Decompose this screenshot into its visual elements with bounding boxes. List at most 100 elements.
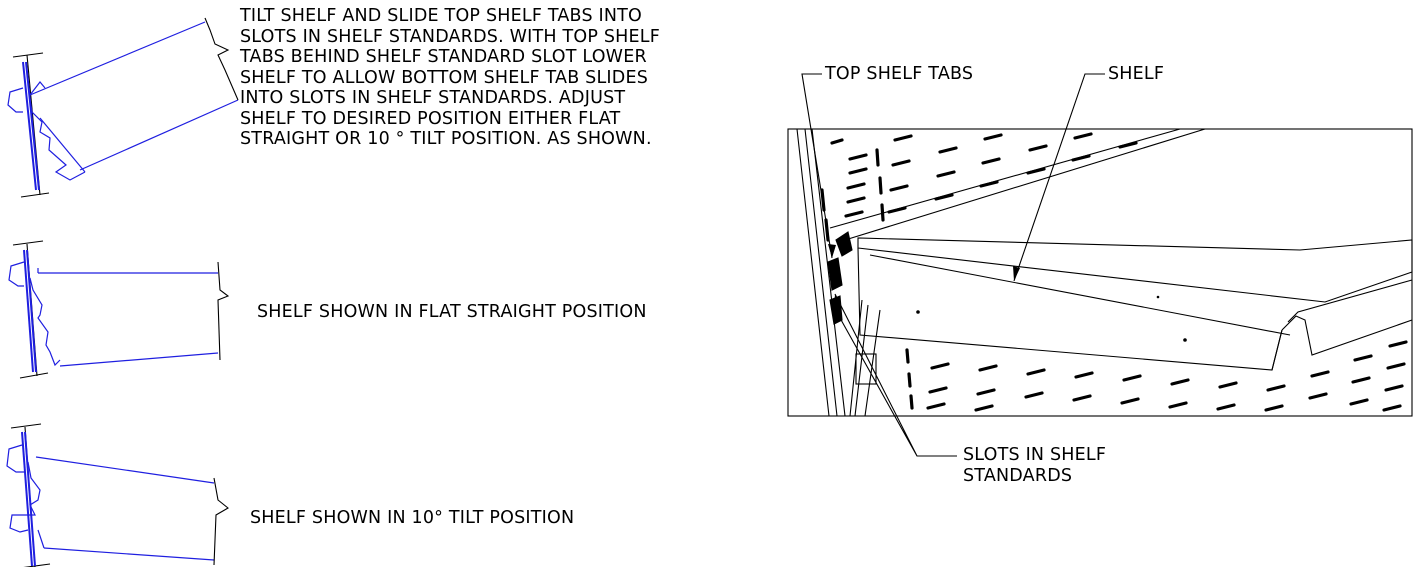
panel-slot — [979, 180, 999, 188]
panel-slot — [1384, 384, 1404, 392]
panel-slot — [1028, 144, 1048, 152]
panel-slot — [974, 404, 994, 412]
panel-slot — [1073, 132, 1093, 140]
shelf-front-lip — [1281, 315, 1413, 356]
leader-shelf — [1013, 73, 1105, 282]
leader-slots — [834, 293, 957, 457]
top-shelf-tab — [827, 257, 843, 291]
panel-slot — [1266, 384, 1286, 392]
callout-slots-line: STANDARDS — [963, 465, 1073, 486]
panel-slot — [934, 193, 954, 201]
shelf-front-face — [857, 247, 1283, 371]
panel-slot — [1170, 378, 1190, 386]
shelf-top-surface — [857, 237, 1413, 303]
panel-slot — [848, 153, 868, 161]
callout-slots: SLOTS IN SHELF STANDARDS — [963, 445, 1106, 486]
panel-slot — [936, 170, 956, 178]
standard-tick-top — [12, 240, 44, 246]
instruction-line: SHELF TO DESIRED POSITION EITHER FLAT — [240, 108, 621, 129]
panel-slot — [1072, 394, 1092, 402]
panel-slot — [1382, 404, 1402, 412]
shelf-hole — [1156, 295, 1160, 299]
standard-face — [25, 61, 40, 191]
panel-slot — [875, 148, 880, 167]
break-line — [213, 477, 229, 566]
panel-slot — [1349, 398, 1369, 406]
panel-slot — [981, 157, 1001, 165]
shelf-hole — [1183, 338, 1187, 342]
panel-slot — [976, 388, 996, 396]
shelf-lip — [39, 117, 86, 173]
panel-slot — [1351, 376, 1371, 384]
panel-slot — [907, 372, 912, 388]
panel-slot — [928, 386, 948, 394]
shelf-top-edge — [29, 21, 206, 96]
shelf-lip-bottom — [1271, 329, 1283, 371]
panel-slot — [880, 203, 885, 222]
instruction-line: SLOTS IN SHELF STANDARDS. WITH TOP SHELF — [240, 26, 660, 47]
panel-slot — [891, 159, 911, 167]
bracket-profile — [8, 261, 61, 367]
instruction-line: TILT SHELF AND SLIDE TOP SHELF TABS INTO — [240, 6, 643, 26]
instruction-line: STRAIGHT OR 10 ° TILT POSITION. AS SHOWN… — [240, 129, 652, 149]
panel-slot — [878, 176, 883, 195]
standard-face — [24, 431, 36, 567]
panel-slot — [1388, 340, 1408, 348]
instruction-text: TILT SHELF AND SLIDE TOP SHELF TABS INTO… — [240, 6, 660, 150]
callout-top-shelf-tabs: TOP SHELF TABS — [825, 64, 974, 84]
panel-slot — [844, 210, 864, 218]
shelf-bottom-edge — [79, 99, 239, 171]
shelf-standard-left — [796, 128, 846, 417]
arrowhead — [1013, 266, 1020, 281]
panel-slot — [930, 362, 950, 370]
panel-slot — [1074, 371, 1094, 379]
instruction-line: INTO SLOTS IN SHELF STANDARDS. ADJUST — [240, 88, 626, 108]
panel-slot — [893, 134, 913, 142]
panel-slot — [1218, 381, 1238, 389]
panel-slot — [978, 364, 998, 372]
panel-slot — [938, 146, 958, 154]
panel-slot — [846, 182, 866, 190]
bracket-profile — [6, 444, 45, 549]
standard-tick-bottom — [20, 192, 50, 198]
panel-slot — [1386, 362, 1406, 370]
perspective-view — [787, 73, 1413, 457]
detail-tilt-position — [6, 423, 229, 567]
standard-tick-top — [10, 423, 42, 429]
standard-face — [26, 249, 37, 373]
shelf-front — [29, 81, 46, 96]
panel-slot — [887, 206, 907, 214]
panel-slot — [926, 402, 946, 410]
panel-slot — [830, 138, 844, 145]
panel-slot — [1310, 370, 1330, 378]
standard-face — [21, 431, 33, 567]
panel-slot — [848, 167, 868, 175]
top-shelf-tab — [835, 231, 853, 257]
panel-slot — [1122, 374, 1142, 382]
panel-slot — [846, 196, 866, 204]
shelf-lip-inner — [1287, 279, 1413, 323]
standard-tick-top — [12, 52, 44, 58]
arrowhead — [834, 294, 841, 309]
shelf-hole — [916, 310, 920, 314]
standard-face — [23, 249, 34, 373]
standard-face — [22, 61, 37, 191]
arrowhead — [828, 244, 836, 258]
panel-slot — [1026, 368, 1046, 376]
panel-upper-edge — [844, 128, 1206, 241]
panel-slot — [905, 348, 910, 364]
panel-slot — [1026, 167, 1046, 175]
instruction-line: SHELF TO ALLOW BOTTOM SHELF TAB SLIDES — [240, 67, 649, 88]
panel-slot — [909, 394, 914, 410]
bracket-profile — [7, 87, 86, 181]
detail-tilted-insertion — [7, 17, 239, 198]
break-line — [204, 17, 239, 101]
panel-slot — [1024, 391, 1044, 399]
callout-slots-line: SLOTS IN SHELF — [963, 445, 1107, 465]
panel-slot — [1353, 354, 1373, 362]
caption-tilt-position: SHELF SHOWN IN 10° TILT POSITION — [250, 508, 575, 528]
slot-block — [855, 353, 877, 385]
shelf-bottom-edge — [59, 352, 219, 367]
shelf-bottom-edge — [43, 547, 215, 561]
